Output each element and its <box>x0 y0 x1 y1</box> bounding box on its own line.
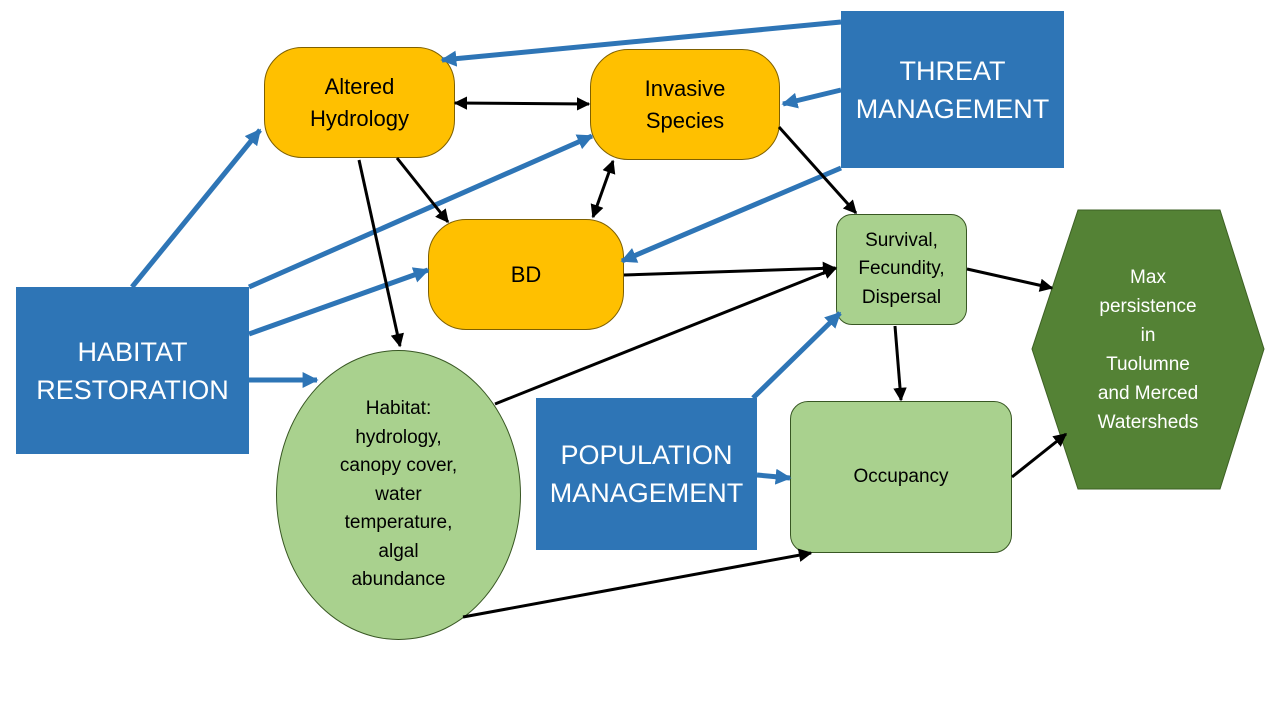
habitat-label-line-7: abundance <box>351 569 446 591</box>
invasive-species-node: Invasive Species <box>590 49 780 160</box>
arrow-restoration-to-invasive-species <box>247 133 594 290</box>
arrow-threat-to-bd <box>620 165 842 264</box>
max-persistence-label-line-4: Tuolumne <box>1106 354 1190 375</box>
invasive-species-label-line-2: Species <box>645 107 725 133</box>
arrow-invasive-bd-bidirectional <box>590 159 616 219</box>
arrow-hydrology-to-habitat <box>357 159 404 348</box>
max-persistence-label-line-5: and Merced <box>1098 383 1198 404</box>
arrow-habitat-to-occupancy <box>462 548 813 619</box>
habitat-label-line-3: canopy cover, <box>339 455 458 477</box>
arrow-bd-to-survival <box>623 261 837 277</box>
habitat-label-line-6: algal <box>378 540 419 562</box>
arrow-restoration-to-bd <box>248 267 430 337</box>
habitat-node: Habitat: hydrology, canopy cover, water … <box>276 350 521 640</box>
arrow-restoration-to-altered-hydrology <box>130 128 262 289</box>
threat-management-label-line-1: THREAT <box>899 55 1006 86</box>
arrow-threat-to-altered-hydrology <box>440 19 842 67</box>
survival-label-line-2: Fecundity, <box>858 258 945 280</box>
arrow-survival-to-max-persistence <box>966 267 1054 292</box>
arrow-population-to-survival <box>751 311 842 400</box>
population-management-box: POPULATION MANAGEMENT <box>536 398 757 550</box>
survival-label-line-1: Survival, <box>865 229 938 251</box>
arrow-hydrology-to-bd <box>395 157 450 224</box>
habitat-label-line-2: hydrology, <box>355 426 442 448</box>
habitat-restoration-box: HABITAT RESTORATION <box>16 287 249 454</box>
habitat-label-line-4: water <box>375 483 422 505</box>
arrow-hydrology-invasive-bidirectional <box>453 96 591 111</box>
occupancy-node: Occupancy <box>790 401 1012 553</box>
arrow-survival-to-occupancy <box>893 325 907 402</box>
threat-management-label-line-2: MANAGEMENT <box>855 93 1050 124</box>
threat-management-box: THREAT MANAGEMENT <box>841 11 1064 168</box>
population-management-label-line-1: POPULATION <box>560 440 733 470</box>
bd-label: BD <box>510 261 542 287</box>
max-persistence-label-line-3: in <box>1141 325 1156 346</box>
max-persistence-label-line-2: persistence <box>1099 296 1196 317</box>
max-persistence-hexagon <box>1031 209 1265 490</box>
habitat-label-line-5: temperature, <box>344 512 453 534</box>
bd-node: BD <box>428 219 624 330</box>
arrow-threat-to-invasive-species <box>781 87 842 109</box>
survival-fecundity-dispersal-node: Survival, Fecundity, Dispersal <box>836 214 967 325</box>
altered-hydrology-label-line-1: Altered <box>324 73 395 99</box>
population-management-label-line-2: MANAGEMENT <box>549 478 744 508</box>
arrow-habitat-to-survival <box>494 266 838 406</box>
arrow-population-to-occupancy <box>756 468 792 485</box>
occupancy-label: Occupancy <box>853 465 949 487</box>
habitat-label-line-1: Habitat: <box>365 398 432 420</box>
altered-hydrology-label-line-2: Hydrology <box>309 105 410 131</box>
max-persistence-label-line-6: Watersheds <box>1098 412 1199 433</box>
max-persistence-label-line-1: Max <box>1130 267 1166 288</box>
survival-label-line-3: Dispersal <box>861 286 942 308</box>
arrow-occupancy-to-max-persistence <box>1011 432 1068 479</box>
habitat-restoration-label-line-2: RESTORATION <box>36 374 229 405</box>
invasive-species-label-line-1: Invasive <box>644 75 726 101</box>
arrow-invasive-to-survival <box>777 125 858 215</box>
habitat-restoration-label-line-1: HABITAT <box>77 336 188 367</box>
